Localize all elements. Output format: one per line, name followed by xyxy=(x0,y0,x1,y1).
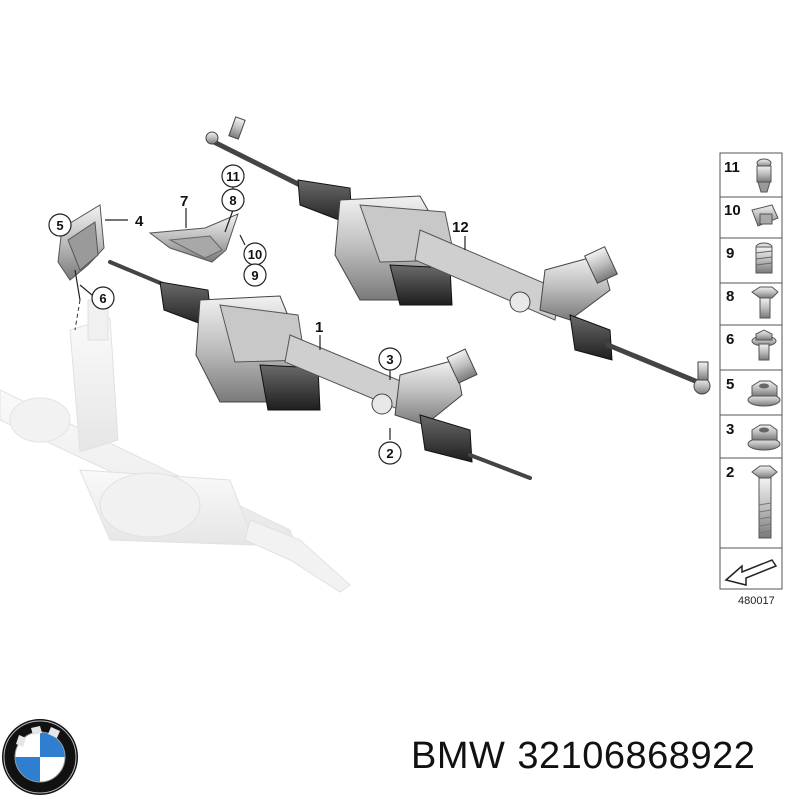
callout-1-label: 1 xyxy=(315,319,323,336)
callout-5: 5 xyxy=(48,213,72,237)
long-bolt-icon xyxy=(751,465,778,539)
callout-6-label: 6 xyxy=(99,291,106,306)
callout-10: 10 xyxy=(243,242,267,266)
callout-3-label: 3 xyxy=(386,352,393,367)
flange-bolt-icon xyxy=(751,329,777,361)
diagram-id: 480017 xyxy=(738,595,775,607)
legend-item-10-label: 10 xyxy=(724,202,741,219)
legend-item-3-label: 3 xyxy=(726,421,734,438)
steering-rack-upper xyxy=(205,116,711,395)
ghost-steering-assembly xyxy=(0,299,351,593)
flange-nut-icon xyxy=(747,380,781,407)
legend-item-8-label: 8 xyxy=(726,288,734,305)
legend-item-11-label: 11 xyxy=(724,159,740,176)
threaded-insert-icon xyxy=(755,242,773,274)
heat-shield-part xyxy=(148,213,239,263)
clamp-nut-icon xyxy=(751,204,779,227)
callout-8-label: 8 xyxy=(229,193,236,208)
callout-11: 11 xyxy=(221,164,245,188)
legend-item-5-label: 5 xyxy=(726,376,734,393)
callout-8: 8 xyxy=(221,188,245,212)
callout-4-label: 4 xyxy=(135,213,144,230)
legend-item-6-label: 6 xyxy=(726,331,734,348)
lock-nut-icon xyxy=(747,424,781,451)
callout-11-label: 11 xyxy=(226,169,240,184)
bmw-logo-icon xyxy=(2,719,78,795)
legend-item-9-label: 9 xyxy=(726,245,734,262)
callout-2: 2 xyxy=(378,441,402,465)
callout-2-label: 2 xyxy=(386,446,393,461)
brand-name: BMW xyxy=(411,735,506,777)
legend-item-2-label: 2 xyxy=(726,464,734,481)
callout-12-label: 12 xyxy=(452,219,469,236)
callout-5-label: 5 xyxy=(56,218,63,233)
callout-9: 9 xyxy=(243,263,267,287)
hex-bolt-icon xyxy=(751,286,779,319)
clip-nut-icon xyxy=(756,158,772,193)
callout-7-label: 7 xyxy=(180,193,188,210)
callout-3: 3 xyxy=(378,347,402,371)
callouts: 5 4 6 7 11 8 10 9 12 1 3 xyxy=(48,164,469,465)
callout-6: 6 xyxy=(91,286,115,310)
callout-9-label: 9 xyxy=(251,268,258,283)
part-caption: BMW 32106868922 xyxy=(411,735,767,778)
leader-lines xyxy=(79,182,466,440)
callout-10-label: 10 xyxy=(248,247,262,262)
steering-rack-lower xyxy=(108,260,532,480)
column-bracket-part xyxy=(57,204,105,331)
fastener-legend: 11 10 9 8 6 xyxy=(719,152,783,607)
part-number: 32106868922 xyxy=(517,735,756,777)
legend-arrow-icon xyxy=(724,559,778,586)
